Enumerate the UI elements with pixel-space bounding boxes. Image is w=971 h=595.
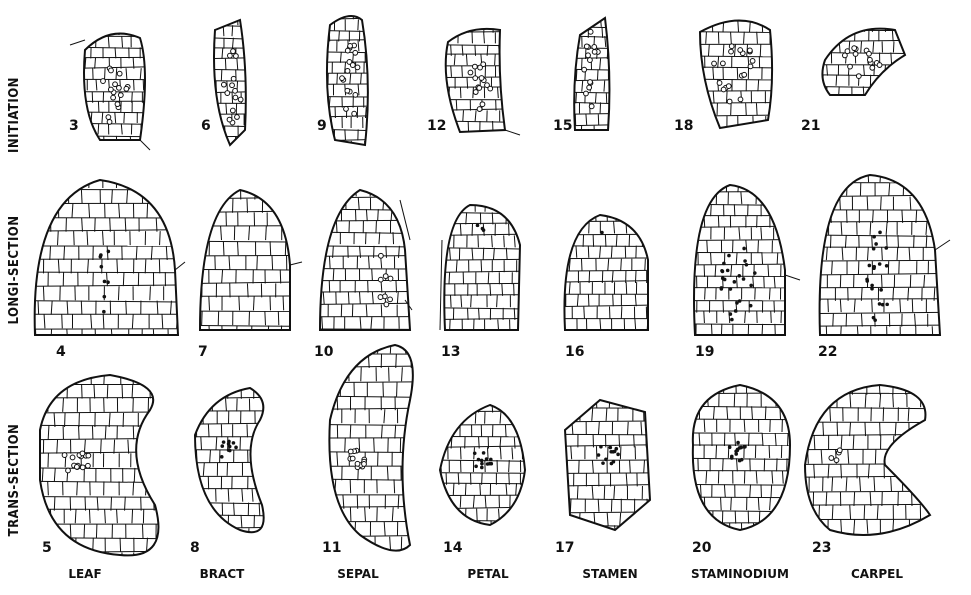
figure-number: 12 [427, 118, 446, 134]
figure-number: 9 [317, 118, 327, 134]
figure-number: 7 [198, 344, 208, 360]
cell-drawing [678, 179, 801, 360]
column-labels: LEAF BRACT SEPAL PETAL STAMEN STAMINODIU… [68, 567, 903, 581]
column-label-bract: BRACT [200, 567, 245, 581]
cell-drawing [430, 199, 534, 356]
cell-drawing [186, 184, 307, 353]
column-label-leaf: LEAF [68, 567, 101, 581]
figure-number: 10 [314, 344, 334, 360]
figure-number: 19 [695, 344, 714, 360]
tissue-outline [195, 388, 264, 532]
figure-number: 8 [190, 540, 200, 556]
figure-number: 6 [201, 118, 211, 134]
cell-drawing [311, 8, 388, 161]
tissue-outline [200, 190, 290, 330]
tissue-outline [327, 16, 368, 145]
tissue-outline [694, 185, 785, 335]
tissue-outline [320, 190, 410, 330]
cell-drawing [551, 209, 664, 355]
cell-walls [73, 24, 168, 158]
cell-drawing [684, 9, 788, 152]
cell-walls [551, 209, 664, 355]
column-label-staminodium: STAMINODIUM [691, 567, 789, 581]
column-label-sepal: SEPAL [337, 567, 379, 581]
row-label-initiation: INITIATION [7, 77, 22, 153]
figure-number: 21 [801, 118, 820, 134]
cell-walls [311, 8, 388, 161]
figure-number: 11 [322, 540, 341, 556]
figure-number: 18 [674, 118, 693, 134]
cell-drawing [803, 168, 956, 353]
cell-drawing [20, 174, 194, 357]
cell-drawing [70, 24, 168, 158]
cell-walls [678, 379, 810, 548]
row-label-longi-section: LONGI-SECTION [7, 215, 22, 324]
column-label-carpel: CARPEL [851, 567, 903, 581]
figure-number: 23 [812, 540, 831, 556]
figure-number: 20 [692, 540, 712, 556]
figure-number: 15 [553, 118, 572, 134]
cell-drawing [552, 395, 669, 552]
column-label-petal: PETAL [467, 567, 509, 581]
column-label-stamen: STAMEN [582, 567, 637, 581]
figure-number: 22 [818, 344, 837, 360]
cell-drawing [808, 20, 920, 119]
cell-walls [678, 179, 801, 360]
specimen-drawings [20, 8, 957, 580]
cell-drawing [307, 184, 425, 353]
cell-drawing [678, 379, 810, 548]
figure-number: 13 [441, 344, 460, 360]
figure-number: 3 [69, 118, 79, 134]
tissue-outline [40, 375, 158, 555]
figure-number: 14 [443, 540, 463, 556]
tissue-outline [700, 20, 772, 128]
row-label-trans-section: TRANS-SECTION [7, 424, 22, 537]
cell-drawing [183, 385, 290, 555]
figure-numbers: 3 6 9 12 15 18 21 4 7 10 13 16 19 22 5 8… [42, 118, 837, 556]
figure-number: 17 [555, 540, 574, 556]
cell-drawing [198, 14, 262, 168]
cell-walls [808, 20, 920, 119]
cell-walls [803, 168, 956, 353]
row-labels: INITIATION LONGI-SECTION TRANS-SECTION [7, 77, 22, 536]
figure-number: 5 [42, 540, 52, 556]
cell-walls [20, 174, 194, 357]
figure-number: 16 [565, 344, 584, 360]
tissue-outline [820, 175, 940, 335]
figure-number: 4 [56, 344, 66, 360]
cell-drawing [428, 400, 542, 543]
